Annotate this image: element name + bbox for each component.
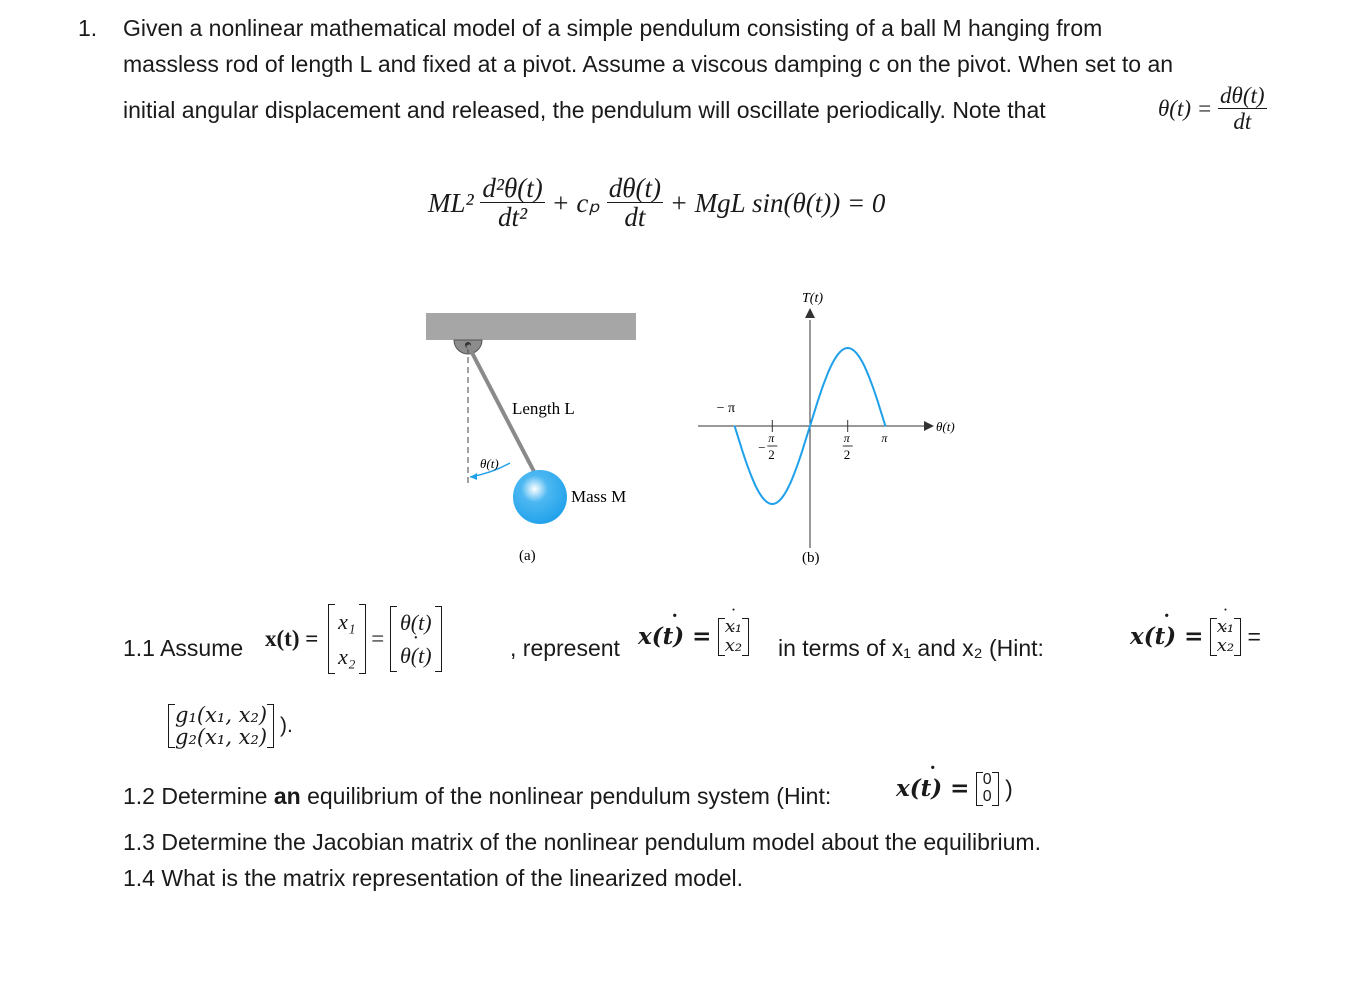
problem-intro-line-2: massless rod of length L and fixed at a … <box>123 51 1174 77</box>
tick-label-neg-half-num: π <box>768 431 775 445</box>
length-label: Length L <box>512 399 575 418</box>
hint-eq-sign: = <box>1247 623 1261 650</box>
x-vec-label: x(t) = <box>265 626 319 652</box>
x-axis-arrow <box>924 421 934 431</box>
tick-label-half-den: 2 <box>844 447 851 462</box>
mass-label: Mass M <box>571 487 626 506</box>
eq-sign: = <box>371 626 385 652</box>
zero-1: 0 <box>982 771 992 788</box>
pendulum-equation: ML² d²θ(t) dt² + cₚ dθ(t) dt + MgL sin(θ… <box>428 174 885 233</box>
note-denominator: dt <box>1233 109 1252 135</box>
g1-entry: g₁(x₁, x₂) <box>175 703 268 727</box>
g-close: ). <box>279 714 293 738</box>
q1-2-close: ) <box>1005 775 1013 802</box>
q1-1-g-vector: g₁(x₁, x₂) g₂(x₁, x₂) ). <box>168 703 293 750</box>
eq-ml2: ML² <box>428 188 474 219</box>
xdot-label: x(t) = <box>638 611 712 651</box>
angle-label: θ(t) <box>480 456 499 471</box>
x-components: x₁ x₂ <box>328 604 366 675</box>
theta-components: θ(t) θ(t) <box>390 606 442 673</box>
eq-t1-denominator: dt² <box>497 202 528 233</box>
xdot-components: x₁ x₂ <box>717 608 750 656</box>
q1-2-text-a: 1.2 Determine <box>123 783 268 809</box>
eq-damping: + cₚ <box>551 188 600 219</box>
ceiling <box>426 313 636 340</box>
note-fraction: dθ(t) dt <box>1218 83 1267 135</box>
theta-dot-entry: θ(t) <box>400 627 432 672</box>
angle-arrow <box>470 473 477 480</box>
g-components: g₁(x₁, x₂) g₂(x₁, x₂) <box>168 703 275 750</box>
eq-t2-denominator: dt <box>624 202 646 233</box>
mass-ball <box>513 470 567 524</box>
zero-vector: 0 0 <box>975 771 999 806</box>
tick-label-half-num: π <box>844 431 851 445</box>
data-point <box>771 503 774 505</box>
tick-label-neg-pi: − π <box>717 401 735 416</box>
q1-1-in-terms: in terms of x₁ and x₂ (Hint: <box>778 635 1044 661</box>
tick-label-neg-half-den: 2 <box>768 447 775 462</box>
note-numerator: dθ(t) <box>1218 83 1267 110</box>
hint-components: x₁ x₂ <box>1209 608 1242 656</box>
y-axis-arrow <box>805 308 815 318</box>
rod <box>466 344 542 484</box>
q1-2-text-c: equilibrium of the nonlinear pendulum sy… <box>307 783 832 809</box>
zero-2: 0 <box>982 787 992 805</box>
y-axis-label: T(t) <box>802 291 823 306</box>
hint-xdot2-entry: x₂ <box>1217 627 1235 656</box>
note-lhs: θ(t) = <box>1158 96 1213 122</box>
data-point <box>884 425 887 427</box>
problem-intro-line-1: Given a nonlinear mathematical model of … <box>123 15 1103 41</box>
q1-1-hint: x(t) = x₁ x₂ = <box>1130 608 1261 656</box>
caption-b: (b) <box>802 550 820 566</box>
q1-1-prefix: 1.1 Assume <box>123 635 244 661</box>
data-point <box>809 425 811 427</box>
x-axis-label: θ(t) <box>936 419 955 434</box>
q1-4-line: 1.4 What is the matrix representation of… <box>123 865 744 891</box>
x1-entry: x₁ <box>338 609 356 634</box>
pendulum-figure: Length L θ(t) Mass M (a) <box>426 313 636 564</box>
q1-2-xdot: x(t) = <box>896 763 970 803</box>
tick-label-neg-half-minus: − <box>758 440 765 455</box>
data-point <box>865 370 868 372</box>
problem-intro-line-3: initial angular displacement and release… <box>123 97 1046 123</box>
q1-2-text-b: an <box>273 783 301 809</box>
tick-label-pi: π <box>881 431 888 445</box>
x2-entry: x₂ <box>338 644 356 670</box>
eq-first-derivative: dθ(t) dt <box>606 173 663 233</box>
eq-t2-numerator: dθ(t) <box>606 173 663 204</box>
data-point <box>733 425 736 427</box>
q1-1-state-vector: x(t) = x₁ x₂ = θ(t) θ(t) <box>265 604 442 675</box>
q1-1-represent: , represent <box>510 635 620 661</box>
note-equation: θ(t) = dθ(t) dt <box>1158 83 1267 135</box>
q1-1-xdot: x(t) = x₁ x₂ <box>638 608 750 656</box>
caption-a: (a) <box>519 548 536 564</box>
eq-second-derivative: d²θ(t) dt² <box>480 173 545 233</box>
g2-entry: g₂(x₁, x₂) <box>175 725 268 750</box>
q1-2-hint: x(t) = 0 0 ) <box>896 763 1013 806</box>
hint-xdot-label: x(t) = <box>1130 611 1204 651</box>
data-point <box>846 347 849 349</box>
data-point <box>752 480 755 482</box>
data-point <box>790 480 792 482</box>
q1-3-line: 1.3 Determine the Jacobian matrix of the… <box>123 829 1041 855</box>
problem-number: 1. <box>78 15 98 41</box>
eq-rest: + MgL sin(θ(t)) = 0 <box>669 188 886 219</box>
data-point <box>828 370 830 372</box>
xdot2-entry: x₂ <box>725 627 743 656</box>
q1-2-line: 1.2 Determine an equilibrium of the nonl… <box>123 782 831 810</box>
eq-t1-numerator: d²θ(t) <box>480 173 545 204</box>
